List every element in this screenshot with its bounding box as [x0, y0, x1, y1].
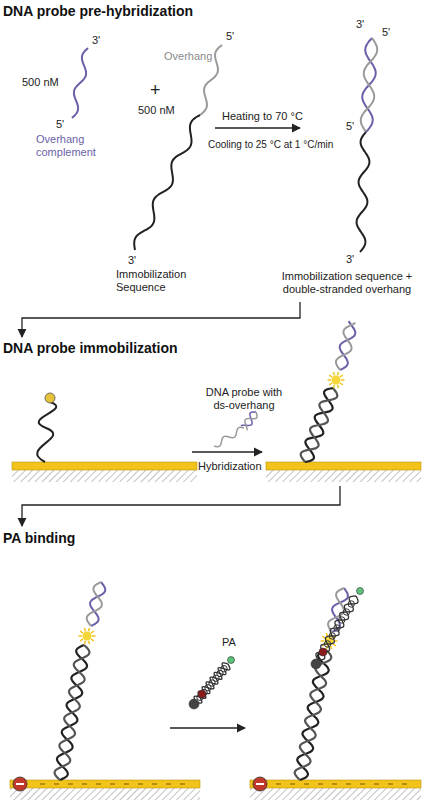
pa-loop: [329, 633, 335, 639]
strand-end-label: 5': [382, 26, 390, 39]
strand-end-label: 5': [346, 120, 354, 133]
surface-charge: [152, 784, 157, 785]
pa-end: [311, 659, 321, 669]
strand-end-label: 5': [226, 30, 234, 43]
pa-loop: [343, 609, 349, 615]
surface-charge: [304, 784, 309, 785]
strand-end-label: 5': [56, 118, 64, 131]
process-label: Hybridization: [198, 460, 262, 473]
flow-arrow: [22, 486, 340, 526]
surface-charge: [332, 784, 337, 785]
dna-strand: [340, 321, 356, 370]
section-heading: PA binding: [3, 530, 75, 547]
surface-charge: [346, 784, 351, 785]
surface-charge: [402, 784, 407, 785]
substrate: [266, 470, 421, 482]
process-arrow: [170, 727, 245, 728]
surface-charge: [124, 784, 129, 785]
dna-strand: [336, 323, 355, 370]
pa-red-group: [319, 648, 327, 656]
section-heading: DNA probe immobilization: [3, 340, 177, 357]
surface-charge: [388, 784, 393, 785]
condition-label: Cooling to 25 °C at 1 °C/min: [208, 138, 333, 151]
surface-charge: [40, 784, 45, 785]
gold-surface: [12, 462, 197, 470]
strand-end-label: 3': [346, 253, 354, 266]
dna-strand: [72, 48, 88, 118]
surface-charge: [82, 784, 87, 785]
substrate: [10, 788, 200, 800]
dna-strand: [134, 115, 200, 250]
strand-end-label: 3': [128, 254, 136, 267]
condition-label: Heating to 70 °C: [222, 110, 303, 123]
dna-strand: [55, 645, 90, 780]
concentration-label: 500 nM: [138, 104, 175, 117]
surface-charge: [54, 784, 59, 785]
strand-name: Immobilization Sequence: [116, 268, 206, 294]
strand-name: Overhang: [164, 50, 212, 63]
pa-green-group: [228, 657, 235, 664]
dna-strand: [357, 132, 370, 252]
dna-strand: [295, 650, 332, 780]
surface-charge: [374, 784, 379, 785]
pa-end: [189, 699, 199, 709]
surface-charge: [96, 784, 101, 785]
dna-strand: [194, 664, 230, 702]
pa-loop: [334, 625, 340, 631]
pa-loop: [348, 601, 354, 607]
pa-loop: [339, 617, 345, 623]
process-arrow: [215, 127, 300, 128]
concentration-label: 500 nM: [22, 76, 59, 89]
plus-sign: +: [150, 80, 161, 100]
section-heading: DNA probe pre-hybridization: [3, 3, 193, 20]
surface-charge: [110, 784, 115, 785]
dna-strand: [328, 588, 344, 632]
substrate: [250, 788, 421, 800]
strand-name: Immobilization sequence + double-strande…: [274, 270, 420, 296]
surface-charge: [166, 784, 171, 785]
dna-strand: [214, 427, 244, 446]
fluorophore: [79, 628, 96, 644]
flow-arrow: [22, 302, 300, 337]
label-dot: [45, 393, 55, 403]
negative-potential-symbol: [13, 777, 27, 791]
surface-charge: [318, 784, 323, 785]
substrate: [12, 470, 197, 482]
dna-strand: [301, 388, 338, 462]
strand-name: Overhang complement: [36, 133, 116, 159]
gold-surface: [10, 780, 200, 788]
dna-strand: [245, 412, 257, 430]
pa-loop: [221, 666, 227, 672]
strand-end-label: 3': [92, 34, 100, 47]
pa-green-group: [357, 588, 364, 595]
fluorophore: [328, 372, 345, 388]
negative-potential-symbol: [253, 777, 267, 791]
surface-charge: [290, 784, 295, 785]
ssdna-strand: [37, 402, 56, 462]
probe-label: DNA probe with ds-overhang: [205, 386, 283, 412]
process-arrow: [192, 451, 262, 452]
pa-loop: [324, 641, 330, 647]
dna-strand: [316, 596, 358, 660]
dna-strand: [361, 38, 377, 132]
surface-charge: [180, 784, 185, 785]
molecule-label: PA: [222, 636, 236, 649]
dna-strand: [87, 582, 102, 626]
strand-end-label: 3': [356, 18, 364, 31]
gold-surface: [266, 462, 421, 470]
surface-charge: [276, 784, 281, 785]
gold-surface: [250, 780, 421, 788]
surface-charge: [68, 784, 73, 785]
surface-charge: [360, 784, 365, 785]
pa-red-group: [198, 690, 206, 698]
surface-charge: [138, 784, 143, 785]
dna-strand: [90, 582, 105, 626]
